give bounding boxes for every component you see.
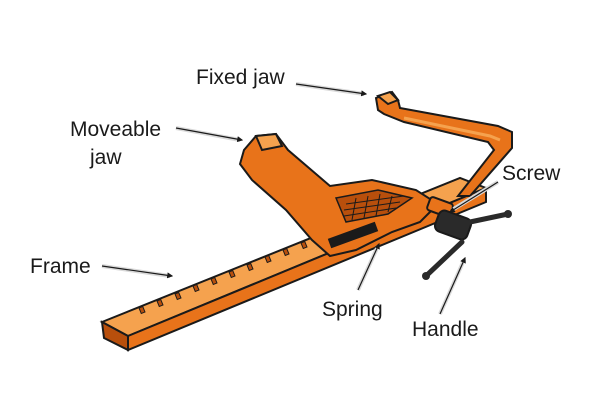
label-handle: Handle	[412, 318, 479, 341]
label-spring: Spring	[322, 298, 383, 321]
label-moveable-jaw: Moveable	[70, 118, 162, 141]
moveable-jaw-body	[238, 132, 440, 258]
label-frame: Frame	[30, 255, 91, 278]
screw-assembly	[422, 196, 512, 280]
label-moveable-jaw-2: jaw	[90, 146, 122, 169]
label-screw: Screw	[502, 162, 561, 185]
fixed-jaw-arm	[374, 90, 513, 197]
callout-arrows	[101, 82, 500, 315]
label-fixed-jaw: Fixed jaw	[196, 66, 285, 89]
